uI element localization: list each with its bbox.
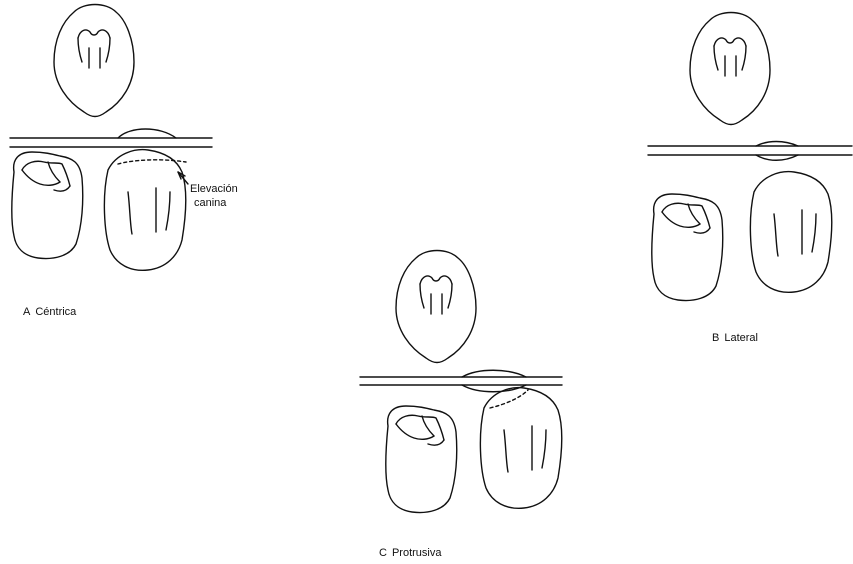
annotation-line-2: canina [190,196,238,210]
panel-c-lower-premolar [386,406,457,512]
panel-a-centric [10,5,212,271]
panel-c-lens-bottom [462,385,526,392]
panel-b-upper-tooth [690,13,770,125]
caption-b-label: Lateral [724,332,758,344]
caption-a-letter: A [23,306,30,318]
panel-c-lens-top [462,370,526,377]
caption-b-letter: B [712,332,719,344]
annotation-line-1: Elevación [190,182,238,196]
panel-a-lower-canine [104,150,185,271]
panel-b-lens-bottom [756,155,798,160]
caption-panel-c: C Protrusiva [379,547,441,560]
panel-a-lower-premolar [12,152,83,258]
caption-c-label: Protrusiva [392,547,442,559]
panel-c-lower-canine [480,388,561,509]
panel-c-upper-tooth [396,251,476,363]
panel-b-lower-canine [750,172,831,293]
panel-b-lower-premolar [652,194,723,300]
panel-b-lateral [648,13,852,301]
panel-a-upper-tooth [54,5,134,117]
caption-panel-b: B Lateral [712,332,758,345]
caption-panel-a: A Céntrica [23,306,76,319]
panel-c-contact-dotted [490,390,528,408]
caption-a-label: Céntrica [35,306,76,318]
panel-a-canine-ramp [118,129,176,138]
caption-c-letter: C [379,547,387,559]
canine-elevation-annotation: Elevación canina [190,182,238,210]
panel-c-protrusive [360,251,562,513]
